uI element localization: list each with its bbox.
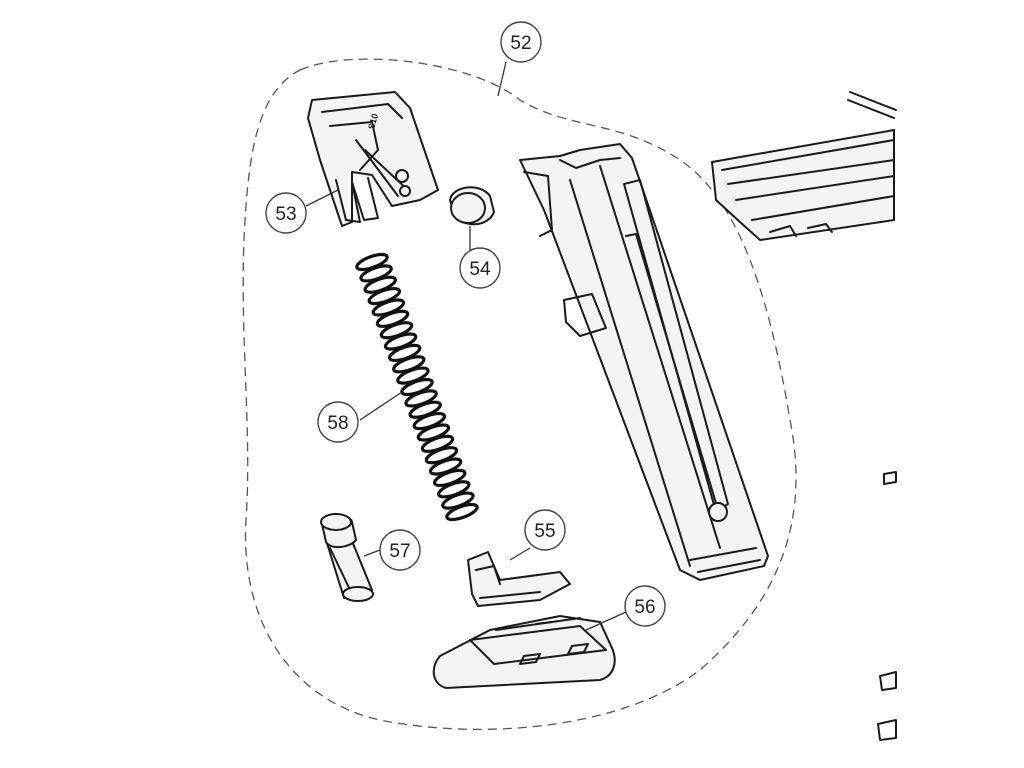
callout-54-number: 54 [469, 259, 491, 280]
callout-58: 58 [317, 401, 359, 443]
follower-marking: S10 [366, 112, 380, 130]
button-part [449, 186, 495, 226]
callout-53: 53 [265, 192, 307, 234]
callout-56-number: 56 [634, 597, 655, 618]
callout-56: 56 [624, 585, 666, 627]
adjacent-small-parts [877, 471, 897, 741]
spring-part [355, 252, 479, 522]
callout-55-number: 55 [534, 521, 555, 542]
group-boundary-dashed [242, 58, 797, 730]
callout-52-number: 52 [510, 33, 531, 54]
adjacent-rail-part [711, 91, 897, 241]
cylinder-part [320, 513, 374, 602]
callout-53-number: 53 [275, 204, 296, 225]
callout-52: 52 [500, 21, 542, 63]
callout-57-number: 57 [389, 541, 410, 562]
callout-57: 57 [379, 529, 421, 571]
magazine-body [519, 143, 769, 581]
follower-block-part: S10 [307, 91, 439, 227]
spring-coil [445, 502, 479, 522]
callout-54: 54 [459, 247, 501, 289]
callout-58-number: 58 [327, 413, 348, 434]
leader-lines [305, 61, 627, 631]
base-plate-part [432, 615, 616, 689]
callout-55: 55 [524, 509, 566, 551]
catch-part [467, 551, 571, 607]
